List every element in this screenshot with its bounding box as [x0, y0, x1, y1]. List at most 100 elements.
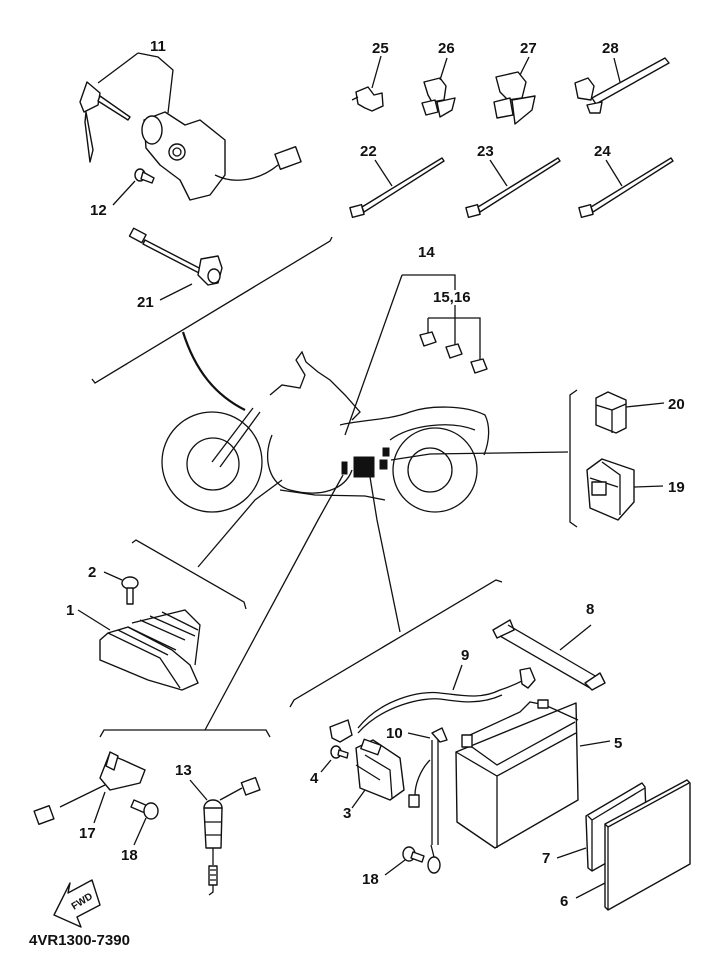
- leader-lower-left: [204, 474, 344, 731]
- screw-12-icon: [134, 168, 155, 184]
- leader-9: [452, 664, 463, 691]
- leader-25: [371, 55, 382, 89]
- leader-battery: [369, 476, 401, 633]
- neutral-switch-icon: [33, 751, 146, 826]
- leader-21: [159, 283, 193, 301]
- callout-5: 5: [614, 735, 622, 752]
- switches-group: 17 18 13: [33, 729, 271, 896]
- leader-5: [579, 740, 611, 747]
- cable-ties-group: 22 23 24: [349, 143, 674, 219]
- motorcycle-outline: [161, 350, 569, 731]
- callout-10: 10: [386, 725, 403, 742]
- battery-lead-icon: [329, 667, 536, 743]
- callout-3: 3: [343, 805, 351, 822]
- leader-7: [556, 847, 587, 859]
- leader-19: [633, 485, 664, 488]
- key-icon: [79, 81, 131, 163]
- callout-28: 28: [602, 40, 619, 57]
- leader-10: [407, 732, 431, 739]
- front-brake-switch-group: 21: [91, 227, 333, 411]
- leader-28: [613, 57, 621, 83]
- callout-22: 22: [360, 143, 377, 160]
- callout-6: 6: [560, 893, 568, 910]
- battery-band-icon: [492, 619, 606, 691]
- leader-1: [77, 609, 111, 631]
- diagram-code: 4VR1300-7390: [29, 932, 130, 949]
- bracket-relays: [569, 389, 578, 528]
- leader-26: [439, 57, 448, 81]
- leader-11-keys: [97, 52, 139, 84]
- leader-15-16: [427, 305, 481, 360]
- clamp-27-icon: [493, 71, 536, 125]
- screw-18-left-icon: [130, 799, 159, 820]
- callout-12: 12: [90, 202, 107, 219]
- bracket-21: [91, 236, 333, 384]
- callout-19: 19: [668, 479, 685, 496]
- callout-1: 1: [66, 602, 74, 619]
- callout-23: 23: [477, 143, 494, 160]
- relays-group: 20 19: [569, 389, 685, 528]
- band-28-icon: [574, 57, 670, 114]
- bracket-rectifier: [131, 539, 247, 610]
- relay-20-icon: [595, 391, 627, 434]
- bracket-switches: [99, 729, 271, 738]
- screw-18-right-icon: [402, 846, 425, 863]
- callout-11: 11: [150, 38, 166, 55]
- leader-14-harness: [344, 274, 403, 436]
- bracket-battery: [289, 579, 503, 708]
- leader-14: [402, 274, 456, 290]
- leader-24: [605, 159, 623, 187]
- leader-23: [489, 159, 508, 187]
- callout-27: 27: [520, 40, 537, 57]
- bolt-2-icon: [121, 576, 139, 605]
- callout-4: 4: [310, 770, 319, 787]
- battery-location-marker: [353, 456, 375, 478]
- callout-26: 26: [438, 40, 455, 57]
- callout-8: 8: [586, 601, 594, 618]
- leader-12: [112, 180, 136, 206]
- callout-18-left: 18: [121, 847, 138, 864]
- callout-25: 25: [372, 40, 389, 57]
- cable-tie-24-icon: [578, 157, 674, 219]
- main-switch-group: 11 12: [79, 38, 302, 219]
- callout-24: 24: [594, 143, 611, 160]
- leader-11: [137, 52, 174, 114]
- leader-18-left: [133, 817, 147, 846]
- leader-20: [625, 402, 665, 408]
- cable-tie-22-icon: [349, 157, 445, 219]
- fuse-icon: [419, 331, 488, 374]
- callout-21: 21: [137, 294, 154, 311]
- leader-6: [575, 882, 606, 899]
- wire-harness-group: 14 15,16: [344, 244, 488, 436]
- leader-relays: [390, 451, 569, 461]
- rear-brake-switch-icon: [203, 776, 261, 896]
- starter-relay-icon: [355, 738, 405, 801]
- callout-7: 7: [542, 850, 550, 867]
- battery-icon: [455, 699, 579, 849]
- callout-17: 17: [79, 825, 96, 842]
- negative-lead-icon: [408, 727, 448, 874]
- screw-4-icon: [330, 745, 349, 759]
- leader-22: [374, 159, 393, 187]
- leader-27: [519, 56, 530, 76]
- callout-2: 2: [88, 564, 96, 581]
- leader-8: [559, 624, 592, 651]
- callout-15-16: 15,16: [433, 289, 471, 306]
- leader-13: [189, 779, 208, 801]
- leader-2: [103, 571, 123, 581]
- cable-tie-23-icon: [465, 157, 561, 219]
- connector-21: [181, 331, 246, 411]
- clamp-26-icon: [421, 77, 456, 118]
- fwd-arrow-icon: FWD: [53, 879, 101, 928]
- callout-20: 20: [668, 396, 685, 413]
- callout-13: 13: [175, 762, 192, 779]
- leader-18-right: [384, 859, 406, 876]
- leader-3: [351, 789, 366, 809]
- rectifier-regulator-icon: [99, 609, 201, 691]
- clamp-25-icon: [351, 86, 384, 112]
- rectifier-group: 2 1: [66, 539, 247, 691]
- clamps-group: 25 26 27 28: [351, 40, 670, 125]
- battery-group: 8 9 4 3 10: [289, 579, 691, 911]
- callout-9: 9: [461, 647, 469, 664]
